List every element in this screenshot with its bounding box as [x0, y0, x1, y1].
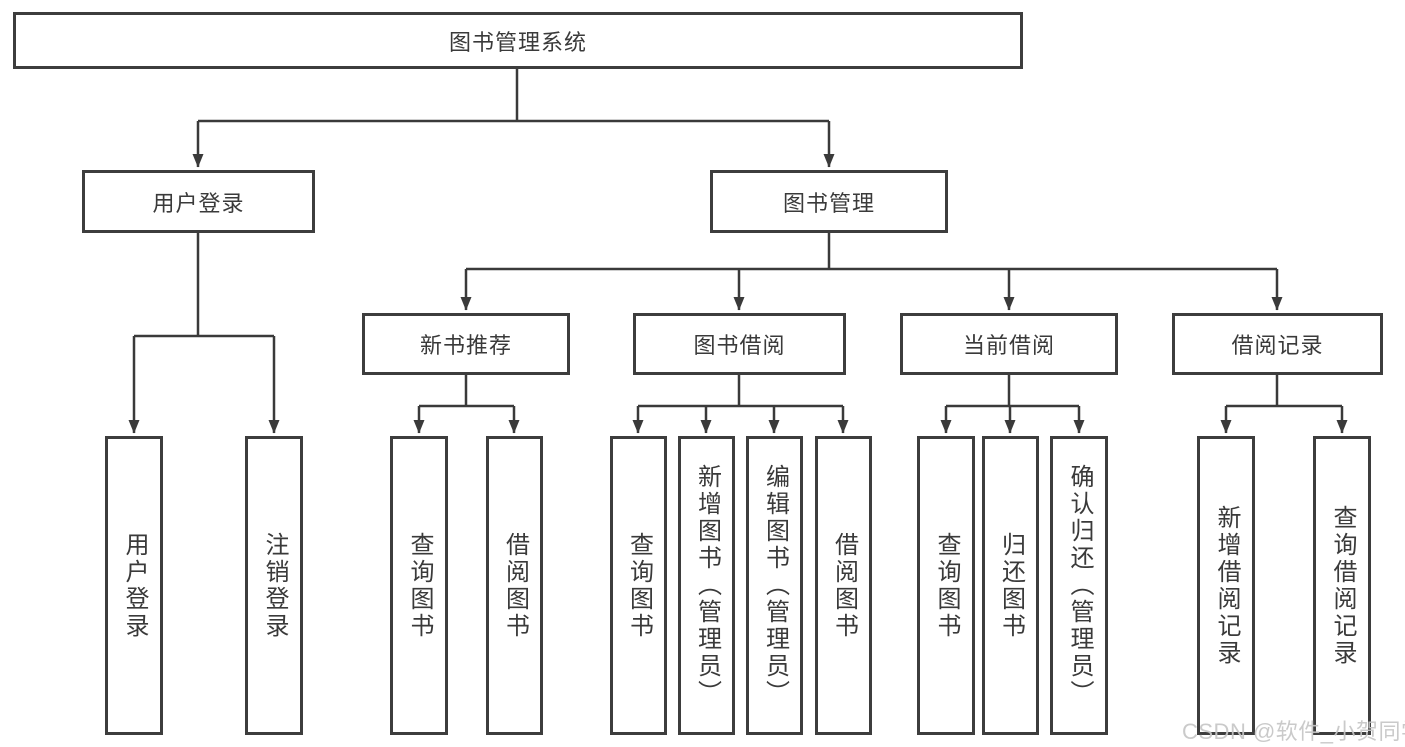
node-user-login: 用户登录 [82, 170, 315, 233]
leaf-query-books-current: 查询图书 [917, 436, 975, 735]
node-label: 当前借阅 [962, 333, 1055, 358]
node-label: 新增借阅记录 [1213, 504, 1240, 667]
node-label: 用户登录 [152, 190, 245, 216]
node-label: 确认归还（管理员） [1066, 464, 1093, 707]
leaf-add-borrow-record: 新增借阅记录 [1197, 436, 1255, 735]
leaf-add-books-admin: 新增图书（管理员） [678, 436, 735, 735]
node-label: 查询图书 [625, 531, 653, 640]
node-current-borrowing: 当前借阅 [900, 313, 1118, 375]
bus-user-login [134, 233, 274, 338]
csdn-watermark: CSDN @软件_小贺同学 [1182, 719, 1405, 744]
leaf-borrow-books-recommend: 借阅图书 [486, 436, 543, 735]
node-label: 新增图书（管理员） [693, 464, 721, 707]
node-book-management: 图书管理 [710, 170, 948, 233]
node-new-book-recommend: 新书推荐 [362, 313, 570, 375]
node-label: 编辑图书（管理员） [761, 464, 789, 707]
node-label: 注销登录 [261, 531, 288, 640]
node-borrowing-records: 借阅记录 [1172, 313, 1383, 375]
node-label: 图书管理系统 [448, 29, 587, 55]
node-label: 用户登录 [121, 531, 148, 640]
leaf-return-books: 归还图书 [982, 436, 1039, 735]
node-label: 查询图书 [933, 531, 960, 640]
node-label: 图书管理 [782, 190, 875, 216]
leaf-query-books-borrow: 查询图书 [610, 436, 667, 735]
bus-book-mgmt [466, 233, 1277, 271]
leaf-logout: 注销登录 [245, 436, 303, 735]
node-label: 图书借阅 [693, 333, 786, 358]
leaf-edit-books-admin: 编辑图书（管理员） [746, 436, 803, 735]
bus-new-books [419, 375, 514, 408]
bus-root [198, 69, 829, 123]
bus-book-borrow [638, 375, 843, 408]
bus-borrow-records [1226, 375, 1342, 408]
leaf-query-borrow-record: 查询借阅记录 [1313, 436, 1371, 735]
node-label: 借阅图书 [830, 531, 858, 640]
node-book-borrowing: 图书借阅 [633, 313, 846, 375]
node-label: 借阅记录 [1231, 333, 1324, 358]
node-label: 新书推荐 [419, 333, 512, 358]
bus-current-borrow [946, 375, 1079, 408]
leaf-query-books-recommend: 查询图书 [390, 436, 448, 735]
node-label: 归还图书 [997, 531, 1025, 640]
leaf-confirm-return-admin: 确认归还（管理员） [1050, 436, 1108, 735]
node-label: 查询图书 [406, 531, 433, 640]
node-label: 借阅图书 [501, 531, 529, 640]
node-root-library-system: 图书管理系统 [13, 12, 1023, 69]
node-label: 查询借阅记录 [1329, 504, 1356, 667]
leaf-user-login: 用户登录 [105, 436, 163, 735]
leaf-borrow-books: 借阅图书 [815, 436, 872, 735]
